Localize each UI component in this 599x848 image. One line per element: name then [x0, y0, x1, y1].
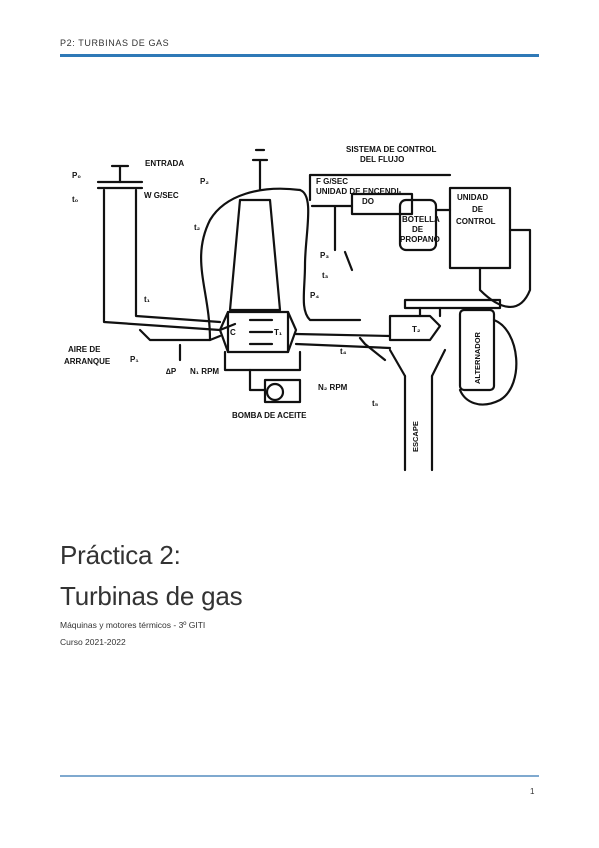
label-w-gsec: W G/SEC	[144, 191, 179, 200]
label-botella-1: BOTELLA	[402, 215, 440, 224]
label-p1: P₁	[130, 355, 139, 364]
label-botella-2: DE	[412, 225, 424, 234]
label-unidad-encendido-1: UNIDAD DE ENCENDI-	[316, 187, 402, 196]
label-t1: t₁	[144, 295, 151, 304]
label-p0: P₀	[72, 171, 81, 180]
page-title-line-2: Turbinas de gas	[60, 581, 243, 611]
label-escape: ESCAPE	[411, 421, 420, 452]
course-subtitle: Máquinas y motores térmicos - 3º GITI	[60, 620, 206, 630]
label-p2: P₂	[200, 177, 209, 186]
course-year: Curso 2021-2022	[60, 637, 126, 647]
label-turbine-2: T₂	[412, 325, 421, 334]
label-compressor: C	[230, 328, 236, 337]
label-p4: P₄	[310, 291, 319, 300]
header-rule	[60, 54, 539, 57]
label-aire-1: AIRE DE	[68, 345, 101, 354]
label-t2: t₂	[194, 223, 201, 232]
label-unidad-control-3: CONTROL	[456, 217, 496, 226]
label-alternador: ALTERNADOR	[473, 331, 482, 384]
label-n2-rpm: N₂ RPM	[318, 383, 348, 392]
label-unidad-encendido-2: DO	[362, 197, 374, 206]
label-n1-rpm: N₁ RPM	[190, 367, 219, 376]
label-t3: t₃	[322, 271, 329, 280]
label-turbine-1: T₁	[274, 328, 283, 337]
page-title-line-1: Práctica 2:	[60, 540, 181, 570]
label-dp: ∆P	[166, 367, 177, 376]
label-t5: t₅	[372, 399, 379, 408]
label-sistema-control-1: SISTEMA DE CONTROL	[346, 145, 436, 154]
footer-rule	[60, 775, 539, 777]
label-sistema-control-2: DEL FLUJO	[360, 155, 404, 164]
label-t0: t₀	[72, 195, 79, 204]
gas-turbine-schematic: ENTRADA SISTEMA DE CONTROL DEL FLUJO F G…	[64, 145, 532, 472]
label-f-gsec: F G/SEC	[316, 177, 348, 186]
label-t4: t₄	[340, 347, 347, 356]
running-header: P2: TURBINAS DE GAS	[60, 38, 170, 48]
page-number: 1	[530, 787, 535, 796]
label-bomba: BOMBA DE ACEITE	[232, 411, 307, 420]
label-botella-3: PROPANO	[400, 235, 440, 244]
label-aire-2: ARRANQUE	[64, 357, 111, 366]
label-entrada: ENTRADA	[145, 159, 184, 168]
label-unidad-control-1: UNIDAD	[457, 193, 488, 202]
label-unidad-control-2: DE	[472, 205, 484, 214]
label-p3: P₃	[320, 251, 329, 260]
gas-turbine-diagram: ENTRADA SISTEMA DE CONTROL DEL FLUJO F G…	[60, 140, 539, 480]
